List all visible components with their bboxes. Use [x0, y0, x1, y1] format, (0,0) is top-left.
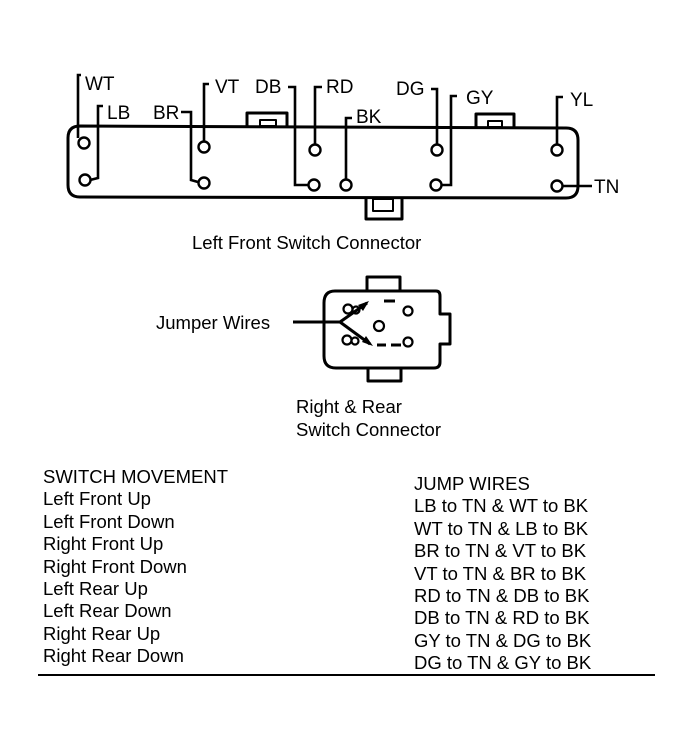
movement-row: Right Rear Up — [43, 622, 161, 644]
jump-row: LB to TN & WT to BK — [414, 495, 589, 517]
movement-row: Right Front Up — [43, 533, 164, 555]
label-BK: BK — [356, 107, 382, 128]
rr-pin-bottom-right — [402, 336, 414, 348]
jumper-arrow-lower — [362, 336, 373, 346]
label-YL: YL — [570, 90, 593, 111]
right-rear-tab-top — [365, 275, 402, 291]
jump-wires-column: JUMP WIRES LB to TN & WT to BK WT to TN … — [414, 473, 591, 675]
label-VT: VT — [215, 77, 240, 98]
pin-RD — [308, 143, 322, 157]
rr-pin-bottom-left-2 — [350, 336, 360, 346]
rr-pin-top-left — [342, 303, 354, 315]
connector-tab-top-left — [245, 111, 289, 126]
label-DG: DG — [396, 79, 425, 100]
right-rear-connector-body — [322, 289, 452, 370]
wire-BK — [344, 116, 352, 180]
pin-GY — [429, 178, 443, 192]
connector-tab-top-right — [474, 112, 516, 128]
label-TN: TN — [594, 177, 619, 198]
left-front-connector-body — [66, 124, 580, 200]
pin-YL — [550, 143, 564, 157]
jump-row: GY to TN & DG to BK — [414, 629, 592, 651]
movement-row: Left Rear Down — [43, 600, 172, 622]
wire-RD — [313, 85, 322, 146]
switch-movement-column: SWITCH MOVEMENT Left Front Up Left Front… — [43, 466, 228, 668]
connector-tab-top-left-slot — [259, 119, 277, 127]
label-RD: RD — [326, 77, 353, 98]
rr-pin-top-right — [402, 305, 414, 317]
movement-row: Left Rear Up — [43, 578, 148, 600]
label-DB: DB — [255, 77, 281, 98]
jump-row: BR to TN & VT to BK — [414, 540, 587, 562]
pin-TN — [550, 179, 564, 193]
label-WT: WT — [85, 74, 115, 95]
connector-tab-bottom-slot — [372, 198, 394, 212]
label-BR: BR — [153, 103, 179, 124]
jump-row: WT to TN & LB to BK — [414, 517, 589, 539]
jump-row: DG to TN & GY to BK — [414, 652, 592, 674]
connector-tab-bottom — [364, 198, 404, 221]
jump-row: VT to TN & BR to BK — [414, 562, 587, 584]
wire-GY — [441, 94, 457, 187]
pin-LB — [78, 173, 92, 187]
jumper-arrow-upper — [358, 301, 369, 311]
wire-DB — [288, 85, 308, 187]
rr-pin-bottom-left — [341, 334, 353, 346]
movement-row: Left Front Up — [43, 488, 151, 510]
wire-LB — [89, 104, 103, 182]
left-front-connector-caption: Left Front Switch Connector — [192, 232, 421, 253]
switch-movement-header: SWITCH MOVEMENT — [43, 466, 228, 487]
pin-DG — [430, 143, 444, 157]
right-rear-tab-bottom — [366, 368, 403, 383]
jump-row: DB to TN & RD to BK — [414, 607, 590, 629]
pin-VT — [197, 140, 211, 154]
right-rear-caption-line1: Right & Rear — [296, 396, 402, 417]
wire-VT — [202, 82, 209, 142]
table-bottom-rule — [38, 674, 655, 676]
pin-BK — [339, 178, 353, 192]
wire-WT — [76, 73, 81, 138]
movement-row: Right Front Down — [43, 555, 187, 577]
pin-BR — [197, 176, 211, 190]
pin-WT — [77, 136, 91, 150]
label-LB: LB — [107, 103, 130, 124]
connector-tab-top-right-slot — [487, 120, 503, 128]
jump-wires-header: JUMP WIRES — [414, 473, 530, 494]
label-GY: GY — [466, 88, 494, 109]
wire-DG — [431, 87, 439, 146]
jumper-wires-label: Jumper Wires — [156, 312, 270, 333]
wire-YL — [555, 95, 563, 145]
movement-row: Left Front Down — [43, 510, 175, 532]
rr-pin-center — [372, 319, 386, 333]
wire-BR — [181, 110, 199, 184]
movement-row: Right Rear Down — [43, 645, 184, 667]
jump-row: RD to TN & DB to BK — [414, 585, 590, 607]
pin-DB — [307, 178, 321, 192]
right-rear-caption-line2: Switch Connector — [296, 419, 441, 440]
